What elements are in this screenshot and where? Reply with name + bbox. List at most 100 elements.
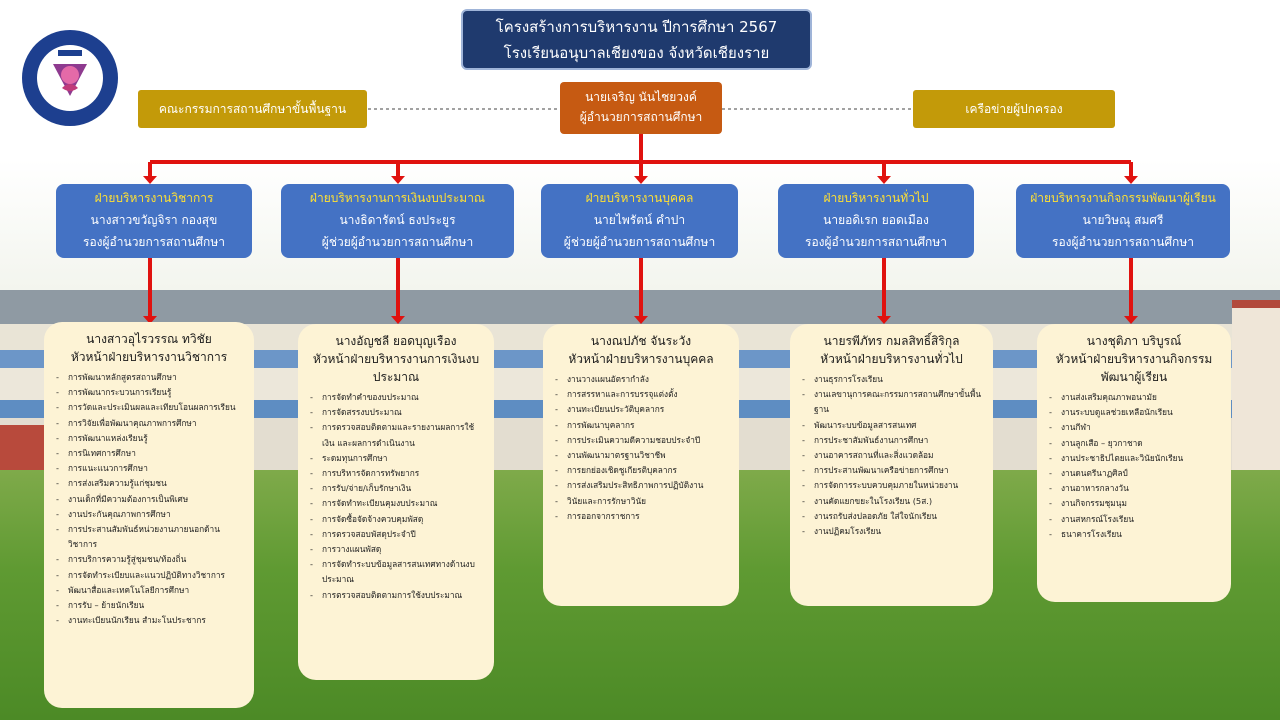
- task-item: การแนะแนวการศึกษา: [56, 461, 244, 476]
- task-item: ระดมทุนการศึกษา: [310, 451, 484, 466]
- arrowhead-4: [877, 176, 891, 184]
- task-item: งานกีฬา: [1049, 420, 1221, 435]
- task-item: งานลูกเสือ – ยุวกาชาด: [1049, 436, 1221, 451]
- background-right-building: [1232, 300, 1280, 478]
- task-list: การจัดทำคำของบประมาณ การจัดสรรงบประมาณ ก…: [308, 390, 484, 603]
- parent-network-box: เครือข่ายผู้ปกครอง: [913, 90, 1115, 128]
- department-leader-position: ผู้ช่วยผู้อำนวยการสถานศึกษา: [563, 235, 716, 249]
- arrowhead-dept-1: [143, 316, 157, 324]
- task-item: งานเด็กที่มีความต้องการเป็นพิเศษ: [56, 492, 244, 507]
- department-title: ฝ่ายบริหารงานการเงินงบประมาณ: [309, 191, 486, 205]
- task-item: การบริการความรู้สู่ชุมชน/ท้องถิ่น: [56, 552, 244, 567]
- task-item: การวัดและประเมินผลและเทียบโอนผลการเรียน: [56, 400, 244, 415]
- task-item: การวิจัยเพื่อพัฒนาคุณภาพการศึกษา: [56, 416, 244, 431]
- department-title: ฝ่ายบริหารงานบุคคล: [585, 191, 694, 205]
- task-item: งานรถรับส่งปลอดภัย ใส่ใจนักเรียน: [802, 509, 983, 524]
- task-item: การพัฒนาบุคลากร: [555, 418, 729, 433]
- task-item: งานปฏิคมโรงเรียน: [802, 524, 983, 539]
- task-item: งานพัฒนามาตรฐานวิชาชีพ: [555, 448, 729, 463]
- arrowhead-2: [391, 176, 405, 184]
- task-item: พัฒนาสื่อและเทคโนโลยีการศึกษา: [56, 583, 244, 598]
- department-leader-name: นายวิษณุ สมศรี: [1082, 213, 1164, 227]
- arrowhead-3: [634, 176, 648, 184]
- card-head-name: นางณปภัช จันระวัง: [590, 334, 692, 348]
- department-leader-name: นายไพรัตน์ คำปา: [593, 213, 686, 227]
- task-item: งานส่งเสริมคุณภาพอนามัย: [1049, 390, 1221, 405]
- task-item: งานทะเบียนนักเรียน สำมะโนประชากร: [56, 613, 244, 628]
- task-item: การจัดทำทะเบียนคุมงบประมาณ: [310, 496, 484, 511]
- task-item: งานระบบดูแลช่วยเหลือนักเรียน: [1049, 405, 1221, 420]
- task-item: งานดนตรีนาฏศิลป์: [1049, 466, 1221, 481]
- card-head-title: หัวหน้าฝ่ายบริหารงานกิจกรรมพัฒนาผู้เรียน: [1055, 352, 1213, 384]
- department-leader-position: รองผู้อำนวยการสถานศึกษา: [805, 235, 947, 249]
- task-item: การยกย่องเชิดชูเกียรติบุคลากร: [555, 463, 729, 478]
- task-item: งานประชาธิปไตยและวินัยนักเรียน: [1049, 451, 1221, 466]
- task-list: การพัฒนาหลักสูตรสถานศึกษา การพัฒนากระบวน…: [54, 370, 244, 629]
- department-leader-name: นางธิดารัตน์ ธงประยูร: [339, 213, 456, 227]
- card-head-name: นางอัญชลี ยอดบุญเรือง: [335, 334, 457, 348]
- task-item: การพัฒนาแหล่งเรียนรู้: [56, 431, 244, 446]
- task-item: การออกจากราชการ: [555, 509, 729, 524]
- card-header: นางชุติภา บริบูรณ์ หัวหน้าฝ่ายบริหารงานก…: [1047, 332, 1221, 386]
- task-card-personnel: นางณปภัช จันระวัง หัวหน้าฝ่ายบริหารงานบุ…: [543, 324, 739, 606]
- task-item: การจัดสรรงบประมาณ: [310, 405, 484, 420]
- department-leader-position: ผู้ช่วยผู้อำนวยการสถานศึกษา: [321, 235, 474, 249]
- task-item: การส่งเสริมความรู้แก่ชุมชน: [56, 476, 244, 491]
- director-name: นายเจริญ นันไชยวงค์: [585, 90, 697, 104]
- task-item: การรับ/จ่าย/เก็บรักษาเงิน: [310, 481, 484, 496]
- card-head-title: หัวหน้าฝ่ายบริหารงานบุคคล: [568, 352, 714, 366]
- arrowhead-5: [1124, 176, 1138, 184]
- task-card-budget: นางอัญชลี ยอดบุญเรือง หัวหน้าฝ่ายบริหารง…: [298, 324, 494, 680]
- task-item: งานเลขานุการคณะกรรมการสถานศึกษาขั้นพื้นฐ…: [802, 387, 983, 417]
- task-card-general: นายรพีภัทร กมลสิทธิ์สิริกุล หัวหน้าฝ่ายบ…: [790, 324, 993, 606]
- department-leader-name: นายอดิเรก ยอดเมือง: [823, 213, 929, 227]
- task-list: งานธุรการโรงเรียน งานเลขานุการคณะกรรมการ…: [800, 372, 983, 539]
- department-leader-position: รองผู้อำนวยการสถานศึกษา: [83, 235, 225, 249]
- arrowhead-1: [143, 176, 157, 184]
- department-box-academic: ฝ่ายบริหารงานวิชาการ นางสาวขวัญจิรา กองส…: [56, 184, 252, 258]
- task-item: ธนาคารโรงเรียน: [1049, 527, 1221, 542]
- task-list: งานส่งเสริมคุณภาพอนามัย งานระบบดูแลช่วยเ…: [1047, 390, 1221, 542]
- task-item: การตรวจสอบติดตามการใช้งบประมาณ: [310, 588, 484, 603]
- card-head-name: นางชุติภา บริบูรณ์: [1086, 334, 1182, 348]
- task-item: การตรวจสอบพัสดุประจำปี: [310, 527, 484, 542]
- card-header: นายรพีภัทร กมลสิทธิ์สิริกุล หัวหน้าฝ่ายบ…: [800, 332, 983, 368]
- card-header: นางสาวอุไรวรรณ ทวิชัย หัวหน้าฝ่ายบริหารง…: [54, 330, 244, 366]
- arrowhead-dept-4: [877, 316, 891, 324]
- task-item: พัฒนาระบบข้อมูลสารสนเทศ: [802, 418, 983, 433]
- task-item: การจัดทำระเบียบและแนวปฏิบัติทางวิชาการ: [56, 568, 244, 583]
- department-box-student-activities: ฝ่ายบริหารงานกิจกรรมพัฒนาผู้เรียน นายวิษ…: [1016, 184, 1230, 258]
- arrowhead-dept-3: [634, 316, 648, 324]
- task-item: การนิเทศการศึกษา: [56, 446, 244, 461]
- card-head-title: หัวหน้าฝ่ายบริหารงานการเงินงบประมาณ: [312, 352, 480, 384]
- task-item: งานประกันคุณภาพการศึกษา: [56, 507, 244, 522]
- task-item: งานกิจกรรมชุมนุม: [1049, 496, 1221, 511]
- task-item: งานวางแผนอัตรากำลัง: [555, 372, 729, 387]
- title-line-1: โครงสร้างการบริหารงาน ปีการศึกษา 2567: [495, 18, 778, 36]
- department-title: ฝ่ายบริหารงานทั่วไป: [823, 191, 929, 205]
- task-card-academic: นางสาวอุไรวรรณ ทวิชัย หัวหน้าฝ่ายบริหารง…: [44, 322, 254, 708]
- task-item: งานอาคารสถานที่และสิ่งแวดล้อม: [802, 448, 983, 463]
- arrowhead-dept-2: [391, 316, 405, 324]
- department-title: ฝ่ายบริหารงานวิชาการ: [94, 191, 214, 205]
- task-item: การสรรหาและการบรรจุแต่งตั้ง: [555, 387, 729, 402]
- task-item: การประสานพัฒนาเครือข่ายการศึกษา: [802, 463, 983, 478]
- task-item: การประสานสัมพันธ์หน่วยงานภายนอกด้านวิชาก…: [56, 522, 244, 552]
- task-item: การบริหารจัดการทรัพยากร: [310, 466, 484, 481]
- chart-title: โครงสร้างการบริหารงาน ปีการศึกษา 2567 โร…: [461, 9, 812, 70]
- title-line-2: โรงเรียนอนุบาลเชียงของ จังหวัดเชียงราย: [503, 44, 770, 62]
- task-item: การจัดการระบบควบคุมภายในหน่วยงาน: [802, 478, 983, 493]
- task-item: งานคัดแยกขยะในโรงเรียน (5ส.): [802, 494, 983, 509]
- task-item: การรับ – ย้ายนักเรียน: [56, 598, 244, 613]
- task-item: งานอาหารกลางวัน: [1049, 481, 1221, 496]
- card-header: นางอัญชลี ยอดบุญเรือง หัวหน้าฝ่ายบริหารง…: [308, 332, 484, 386]
- task-list: งานวางแผนอัตรากำลัง การสรรหาและการบรรจุแ…: [553, 372, 729, 524]
- department-leader-name: นางสาวขวัญจิรา กองสุข: [90, 213, 218, 227]
- task-item: การตรวจสอบติดตามและรายงานผลการใช้เงิน แล…: [310, 420, 484, 450]
- task-card-student-activities: นางชุติภา บริบูรณ์ หัวหน้าฝ่ายบริหารงานก…: [1037, 324, 1231, 602]
- card-head-name: นายรพีภัทร กมลสิทธิ์สิริกุล: [823, 334, 960, 348]
- department-box-general: ฝ่ายบริหารงานทั่วไป นายอดิเรก ยอดเมือง ร…: [778, 184, 974, 258]
- task-item: การจัดทำคำของบประมาณ: [310, 390, 484, 405]
- department-box-personnel: ฝ่ายบริหารงานบุคคล นายไพรัตน์ คำปา ผู้ช่…: [541, 184, 738, 258]
